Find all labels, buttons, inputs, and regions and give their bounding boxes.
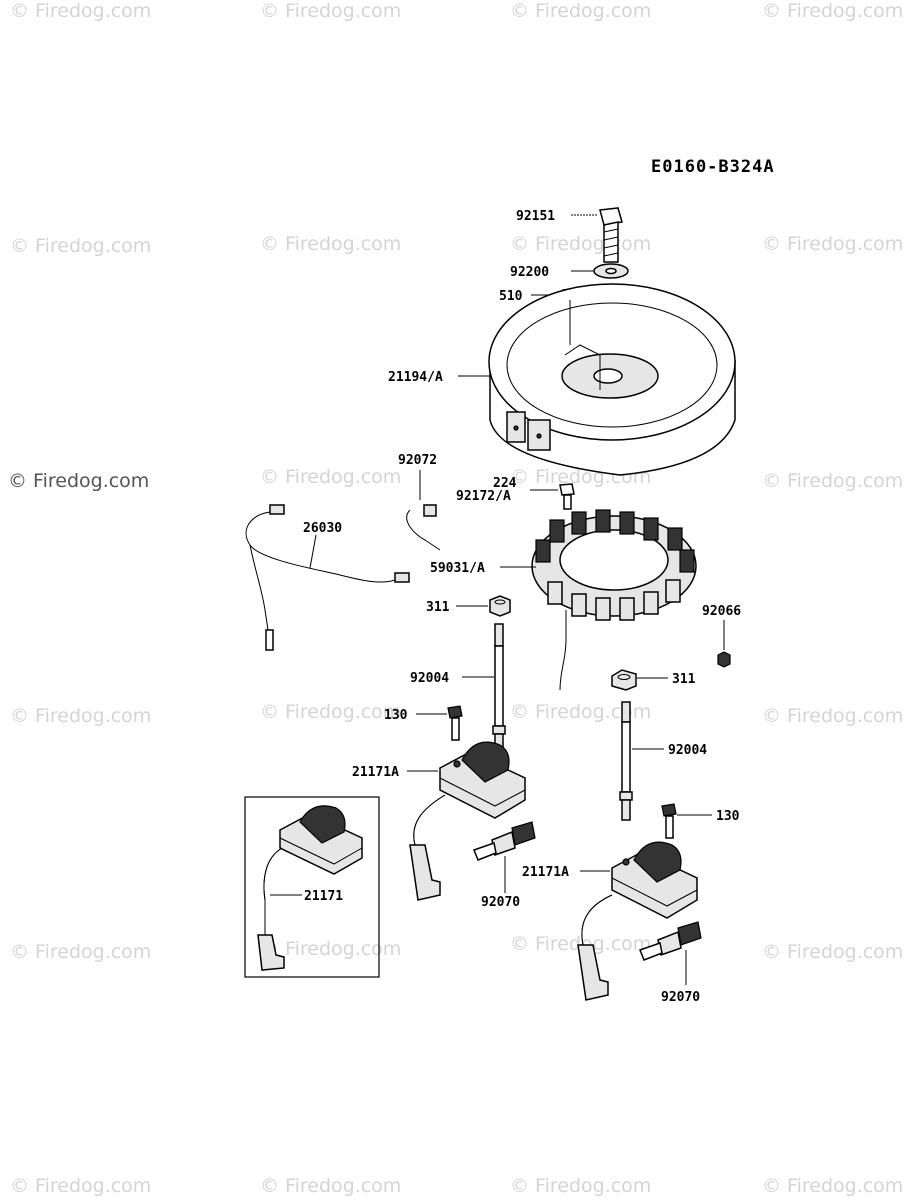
screw-224: 224 92172/A (456, 476, 575, 510)
nut-92066: 92066 (702, 604, 741, 668)
label-92172a: 92172/A (456, 489, 511, 504)
label-510: 510 (499, 289, 523, 304)
watermark: © Firedog.com (260, 938, 401, 960)
stud-92004-right: 92004 (619, 701, 707, 821)
label-59031a: 59031/A (430, 561, 485, 576)
spark-plug-92070-left: 92070 (473, 821, 536, 910)
label-130-left: 130 (384, 708, 408, 723)
stator-59031a: 59031/A (430, 509, 697, 691)
watermark: © Firedog.com (762, 1175, 903, 1197)
label-26030: 26030 (303, 521, 342, 536)
bolt-92151: 92151 (516, 207, 623, 263)
ignition-coil-21171a-right: 21171A (522, 841, 698, 1001)
nut-311-right: 311 (611, 669, 696, 691)
watermark: © Firedog.com (260, 233, 401, 255)
watermark: © Firedog.com (762, 0, 903, 22)
watermark-layer: © Firedog.com © Firedog.com © Firedog.co… (8, 0, 903, 1197)
watermark: © Firedog.com (510, 701, 651, 723)
label-311-right: 311 (672, 672, 696, 687)
label-21171a-left: 21171A (352, 765, 399, 780)
watermark-main: © Firedog.com (8, 470, 149, 492)
lead-26030: 26030 (245, 504, 410, 651)
label-92004-left: 92004 (410, 671, 449, 686)
label-130-right: 130 (716, 809, 740, 824)
watermark: © Firedog.com (510, 233, 651, 255)
watermark: © Firedog.com (260, 0, 401, 22)
watermark: © Firedog.com (260, 466, 401, 488)
watermark: © Firedog.com (510, 0, 651, 22)
watermark: © Firedog.com (762, 941, 903, 963)
clip-92072: 92072 (398, 453, 441, 551)
watermark: © Firedog.com (762, 705, 903, 727)
watermark: © Firedog.com (510, 1175, 651, 1197)
label-311-left: 311 (426, 600, 450, 615)
watermark: © Firedog.com (10, 235, 151, 257)
stud-92004-left: 92004 (410, 623, 506, 753)
label-92070-left: 92070 (481, 895, 520, 910)
inset-frame (244, 796, 380, 978)
watermark: © Firedog.com (10, 1175, 151, 1197)
label-92200: 92200 (510, 265, 549, 280)
watermark: © Firedog.com (762, 233, 903, 255)
label-92072: 92072 (398, 453, 437, 468)
inset-coil-21171: 21171 (244, 796, 380, 978)
washer-92200: 92200 (510, 263, 629, 280)
label-92070-right: 92070 (661, 990, 700, 1005)
label-21171a-right: 21171A (522, 865, 569, 880)
watermark: © Firedog.com (510, 933, 651, 955)
label-92151: 92151 (516, 209, 555, 224)
label-92066: 92066 (702, 604, 741, 619)
bolt-130-left: 130 (384, 705, 463, 741)
ignition-coil-21171a-left: 21171A (352, 741, 526, 901)
label-92004-right: 92004 (668, 743, 707, 758)
bolt-130-right: 130 (661, 803, 740, 839)
watermark: © Firedog.com (10, 705, 151, 727)
flywheel-21194a: 21194/A (388, 283, 736, 476)
watermark: © Firedog.com (260, 701, 401, 723)
watermark: © Firedog.com (762, 470, 903, 492)
watermark: © Firedog.com (10, 0, 151, 22)
label-21171-inset: 21171 (304, 889, 343, 904)
spark-plug-92070-right: 92070 (639, 921, 702, 1005)
nut-311-left: 311 (426, 595, 511, 617)
watermark: © Firedog.com (10, 941, 151, 963)
label-21194a: 21194/A (388, 370, 443, 385)
label-224: 224 (493, 476, 517, 491)
watermark: © Firedog.com (260, 1175, 401, 1197)
diagram-code: E0160-B324A (651, 157, 775, 177)
